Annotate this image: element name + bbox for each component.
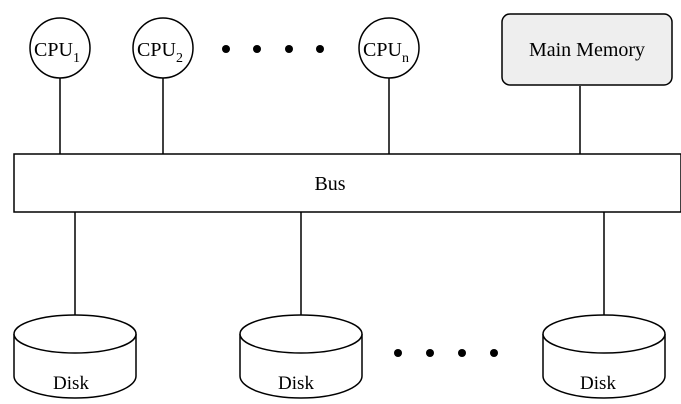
disk-ellipsis-dots [394,349,498,357]
disk-2: Disk [239,314,363,399]
cpu-ellipsis-dots [222,45,324,53]
disk-1-label: Disk [53,373,89,394]
disk-3-label: Disk [580,373,616,394]
disk-2-label: Disk [278,373,314,394]
main-memory-box: Main Memory [501,13,673,86]
cpu-2-subscript: 2 [176,51,183,66]
cpu-n-label: CPU [363,39,402,61]
bus-bar: Bus [13,153,681,213]
cpu-node-1: CPU1 [29,17,91,79]
cpu-node-2: CPU2 [132,17,194,79]
cpu-2-label: CPU [137,39,176,61]
svg-text:CPU2: CPU2 [137,39,183,66]
cpu-node-n: CPUn [358,17,420,79]
bus-label: Bus [314,173,345,195]
cpu-1-label: CPU [34,39,73,61]
main-memory-label: Main Memory [529,39,645,61]
svg-text:CPUn: CPUn [363,39,409,66]
disk-1: Disk [13,314,137,399]
svg-text:CPU1: CPU1 [34,39,80,66]
cpu-1-subscript: 1 [73,51,80,66]
cpu-n-subscript: n [402,51,409,66]
disk-3: Disk [542,314,666,399]
